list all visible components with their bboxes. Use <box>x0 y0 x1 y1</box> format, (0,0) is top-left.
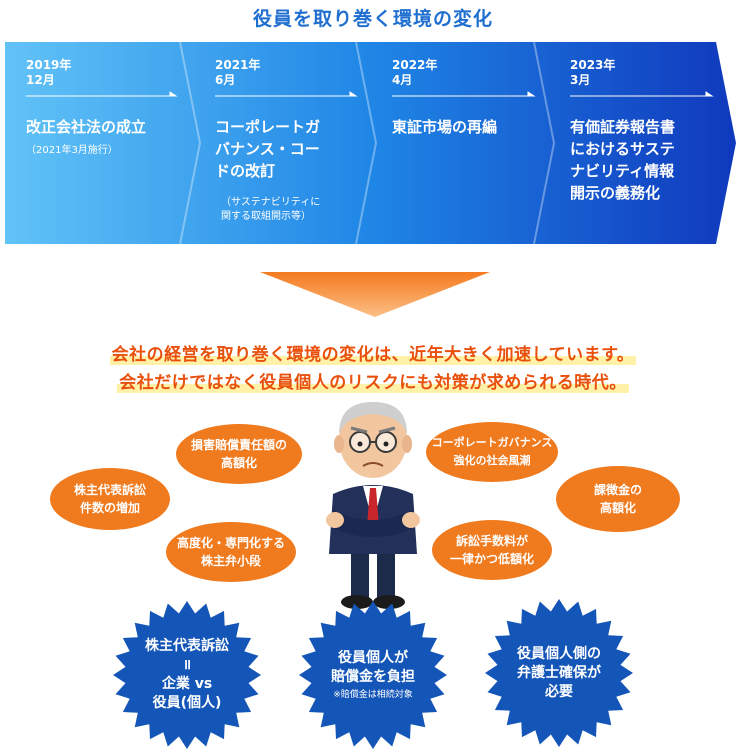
burst-shape <box>113 601 261 749</box>
message-line-1: 会社の経営を取り巻く環境の変化は、近年大きく加速しています。 <box>109 345 637 365</box>
risk-bubble-surcharge: 課徴金の高額化 <box>556 466 680 532</box>
burst-shape <box>299 601 447 749</box>
step-event: 東証市場の再編 <box>392 118 498 136</box>
step-date-month: 4月 <box>392 73 413 87</box>
worried-executive-illustration <box>326 402 420 609</box>
timeline-step-2022: 2022年 4月 東証市場の再編 <box>392 58 497 138</box>
step-event: 有価証券報告書 におけるサステ ナビリティ情報 開示の義務化 <box>570 118 676 202</box>
down-arrow <box>260 272 490 317</box>
timeline-step-2021: 2021年 6月 コーポレートガ バナンス・コー ドの改訂 （サステナビリティに… <box>215 58 320 224</box>
step-note: （サステナビリティに 関する取組開示等） <box>221 197 321 222</box>
risk-bubble-damages: 損害賠償責任額の高額化 <box>176 424 302 484</box>
outcome-burst-personal-liability: 役員個人が 賠償金を負担 ※賠償金は相続対象 <box>298 600 448 750</box>
risk-bubble-governance: コーポレートガバナンス強化の社会風潮 <box>426 422 558 482</box>
step-date-year: 2019年 <box>26 58 72 72</box>
timeline-band <box>5 42 736 244</box>
step-date-year: 2021年 <box>215 58 261 72</box>
burst-polygon <box>485 599 633 747</box>
message-line-2: 会社だけではなく役員個人のリスクにも対策が求められる時代。 <box>117 373 629 393</box>
burst-polygon <box>113 601 261 749</box>
burst-shape <box>485 599 633 747</box>
risk-bubble-fees: 訴訟手数料が一律かつ低額化 <box>432 520 552 580</box>
burst-polygon <box>299 601 447 749</box>
step-event: 改正会社法の成立 <box>26 118 147 136</box>
timeline-graphic <box>5 41 736 317</box>
chevron-divider-3 <box>533 41 556 245</box>
chevron-divider-2 <box>355 41 378 245</box>
outcome-burst-lawyer-needed: 役員個人側の 弁護士確保が 必要 <box>484 598 634 748</box>
step-date-year: 2023年 <box>570 58 616 72</box>
step-event: コーポレートガ バナンス・コー ドの改訂 <box>215 118 321 180</box>
step-date-month: 3月 <box>570 73 591 87</box>
outcome-burst-derivative-suit: 株主代表訴訟 ॥ 企業 vs 役員(個人) <box>112 600 262 750</box>
page-title: 役員を取り巻く環境の変化 <box>252 8 493 30</box>
risk-bubble-shareholder-suits: 株主代表訴訟件数の増加 <box>50 468 170 530</box>
timeline-step-2019: 2019年 12月 改正会社法の成立 （2021年3月施行） <box>26 58 146 158</box>
timeline-step-2023: 2023年 3月 有価証券報告書 におけるサステ ナビリティ情報 開示の義務化 <box>570 58 675 204</box>
step-date-month: 12月 <box>26 73 55 87</box>
step-date-month: 6月 <box>215 73 236 87</box>
risk-bubble-lawyers: 高度化・専門化する株主弁小段 <box>166 522 296 582</box>
step-note: （2021年3月施行） <box>26 145 118 156</box>
chevron-divider-1 <box>179 41 202 245</box>
step-date-year: 2022年 <box>392 58 438 72</box>
